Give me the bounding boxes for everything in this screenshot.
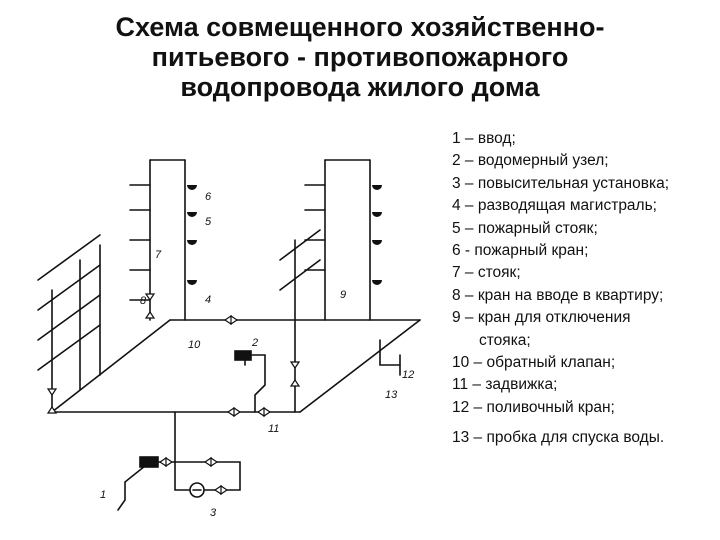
valve-icon (144, 293, 156, 319)
callout-8: 8 (140, 295, 147, 307)
fire-valve-icon (372, 212, 382, 217)
valves (46, 293, 301, 496)
legend-item: 11 – задвижка; (452, 376, 558, 394)
hose-branch (379, 339, 401, 366)
legend-item: 6 - пожарный кран; (452, 242, 589, 260)
fire-valves (187, 185, 382, 285)
fire-valve-icon (187, 280, 197, 285)
valve-icon (203, 456, 219, 468)
valve-icon (223, 314, 239, 326)
fire-valve-icon (187, 212, 197, 217)
legend-item: 13 – пробка для спуска воды. (452, 429, 665, 447)
title-line-1: Схема совмещенного хозяйственно- (115, 12, 605, 42)
legend-item: 9 – кран для отключения (452, 309, 631, 327)
booster-bypass (174, 461, 241, 491)
meter-valve (234, 350, 252, 361)
callout-2: 2 (251, 337, 258, 349)
fire-valve-icon (372, 240, 382, 245)
legend-item: 10 – обратный клапан; (452, 354, 616, 372)
inlet-pipe (117, 411, 176, 511)
legend-item: 1 – ввод; (452, 130, 516, 147)
valve-icon (46, 388, 58, 414)
diagram-title: Схема совмещенного хозяйственно- питьево… (0, 12, 720, 102)
legend-item: 4 – разводящая магистраль; (452, 197, 657, 215)
callout-7: 7 (155, 249, 162, 261)
legend-item: 2 – водомерный узел; (452, 152, 609, 170)
legend-item: 3 – повысительная установка; (452, 174, 670, 192)
callout-6: 6 (205, 191, 212, 203)
main-left-pipe (51, 319, 171, 413)
fire-valve-icon (372, 280, 382, 285)
legend: 1 – ввод; 2 – водомерный узел; 3 – повыс… (452, 128, 714, 450)
callout-9: 9 (340, 289, 346, 301)
main-right-pipe (299, 319, 421, 413)
fire-valve-icon (187, 240, 197, 245)
callout-1: 1 (100, 489, 106, 501)
callout-4: 4 (205, 294, 211, 306)
title-line-2: питьевого - противопожарного (151, 42, 569, 72)
callout-13: 13 (385, 389, 398, 401)
riser-node (244, 354, 266, 413)
valve-icon (213, 484, 229, 496)
legend-item: 5 – пожарный стояк; (452, 219, 598, 237)
legend-item-continuation: стояка; (479, 331, 531, 349)
water-meter (139, 456, 159, 468)
valve-icon (158, 456, 174, 468)
valve-icon (289, 361, 301, 387)
valve-icon (226, 406, 242, 418)
legend-item: 7 – стояк; (452, 264, 521, 282)
callout-5: 5 (205, 216, 212, 228)
callout-11: 11 (268, 423, 279, 435)
callout-10: 10 (188, 339, 201, 351)
legend-item: 12 – поливочный кран; (452, 398, 615, 416)
callout-12: 12 (402, 369, 414, 381)
fire-valve-icon (372, 185, 382, 190)
fire-valve-icon (187, 185, 197, 190)
callout-3: 3 (210, 507, 217, 519)
title-line-3: водопровода жилого дома (180, 72, 540, 102)
legend-item: 8 – кран на вводе в квартиру; (452, 286, 664, 304)
valve-icon (256, 406, 272, 418)
